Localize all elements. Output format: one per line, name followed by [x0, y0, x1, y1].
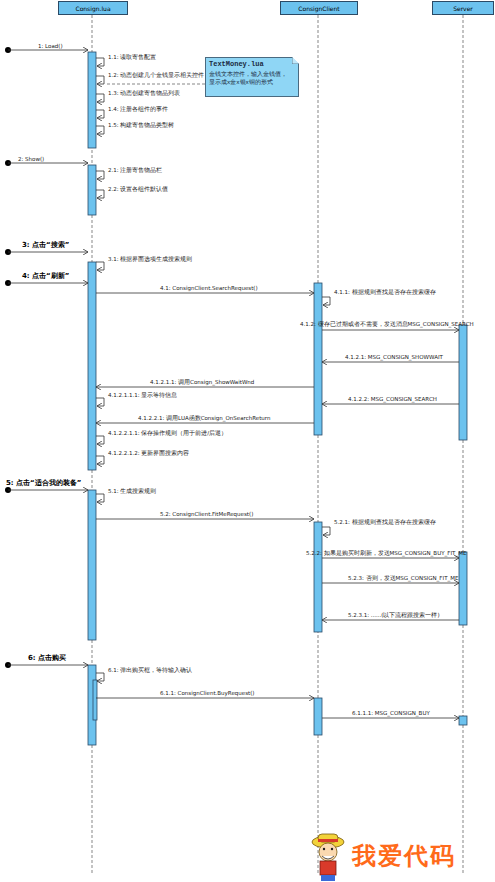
message-label: 1.2: 动态创建几个金钱显示相关控件: [108, 72, 204, 79]
message-label: 2.2: 设置各组件默认值: [108, 186, 168, 193]
message-label: 1.5: 构建寄售物品类型树: [108, 122, 174, 129]
message-label: 4.1.2.2: MSG_CONSIGN_SEARCH: [348, 396, 437, 403]
node-title: TextMoney.lua: [209, 60, 292, 68]
message-label: 1.1: 读取寄售配置: [108, 54, 156, 61]
trigger-label: 3: 点击“搜索”: [22, 242, 69, 249]
lifeline-head: Server: [432, 1, 494, 15]
message-label: 5.2.1: 根据规则查找是否存在搜索缓存: [334, 519, 436, 526]
message-label: 4.1.2.1.1.1: 显示等待信息: [108, 392, 177, 399]
message-label: 5.2.2: 如果是购买时刷新，发送MSG_CONSIGN_BUY_FIT_ME: [306, 550, 466, 557]
message-label: 4.1.2.2.1.1: 保存操作规则（用于前进/后退）: [108, 430, 227, 437]
message-label: 4.1.2: 缓存已过期或者不需要，发送消息MSG_CONSIGN_SEARCH: [300, 321, 474, 328]
message-label: 5.1: 生成搜索规则: [108, 488, 156, 495]
mascot-illustration: [312, 834, 344, 881]
message-label: 6.1.1: ConsignClient.BuyRequest(): [160, 690, 254, 697]
message-label: 4.1.2.1.1: 调用Consign_ShowWaitWnd: [150, 379, 254, 386]
message-arrows: [8, 50, 459, 718]
node-title: ConsignClient: [298, 5, 339, 12]
message-label: 1.3: 动态创建寄售物品列表: [108, 90, 180, 97]
activation-bars: [88, 52, 467, 745]
message-label: 5.2.3: 否则，发送MSG_CONSIGN_FIT_ME: [348, 575, 458, 582]
message-label: 1: Load(): [38, 43, 63, 50]
message-label: 2: Show(): [18, 156, 44, 163]
message-label: 3.1: 根据界面选项生成搜索规则: [108, 256, 192, 263]
note-leader: [106, 84, 205, 85]
message-label: 6.1: 弹出购买框，等待输入确认: [108, 667, 192, 674]
lifeline-head: Consign.lua: [58, 1, 128, 15]
message-label: 4.1.1: 根据规则查找是否存在搜索缓存: [334, 289, 436, 296]
lifelines: [92, 15, 463, 875]
message-label: 4.1.2.1: MSG_CONSIGN_SHOWWAIT: [345, 354, 443, 361]
message-label: 4.1.2.2.1: 调用LUA函数Consign_OnSearchReturn: [138, 415, 270, 422]
message-label: 6.1.1.1: MSG_CONSIGN_BUY: [352, 710, 430, 717]
lifeline-head: ConsignClient: [280, 1, 358, 15]
message-label: 1.4: 注册各组件的事件: [108, 106, 168, 113]
message-label: 4.1.2.2.1.2: 更新界面搜索内容: [108, 450, 189, 457]
message-label: 5.2: ConsignClient.FitMeRequest(): [160, 511, 253, 518]
message-label: 2.1: 注册寄售物品栏: [108, 167, 162, 174]
trigger-label: 6: 点击购买: [28, 655, 66, 662]
note-fold: [292, 57, 299, 64]
note-box: TextMoney.lua 金钱文本控件，输入金钱值，显示成x金x银x铜的形式: [205, 57, 299, 97]
trigger-label: 5: 点击“适合我的装备”: [6, 480, 81, 487]
trigger-label: 4: 点击“刷新”: [22, 273, 69, 280]
message-label: 4.1: ConsignClient.SearchRequest(): [160, 285, 258, 292]
node-title: Server: [453, 5, 473, 12]
node-title: Consign.lua: [75, 5, 110, 12]
message-label: 5.2.3.1: ......(以下流程跟搜索一样): [348, 612, 440, 619]
found-dots: [5, 47, 11, 668]
watermark: 我爱代码: [352, 842, 456, 870]
node-body: 金钱文本控件，输入金钱值，显示成x金x银x铜的形式: [209, 70, 292, 86]
